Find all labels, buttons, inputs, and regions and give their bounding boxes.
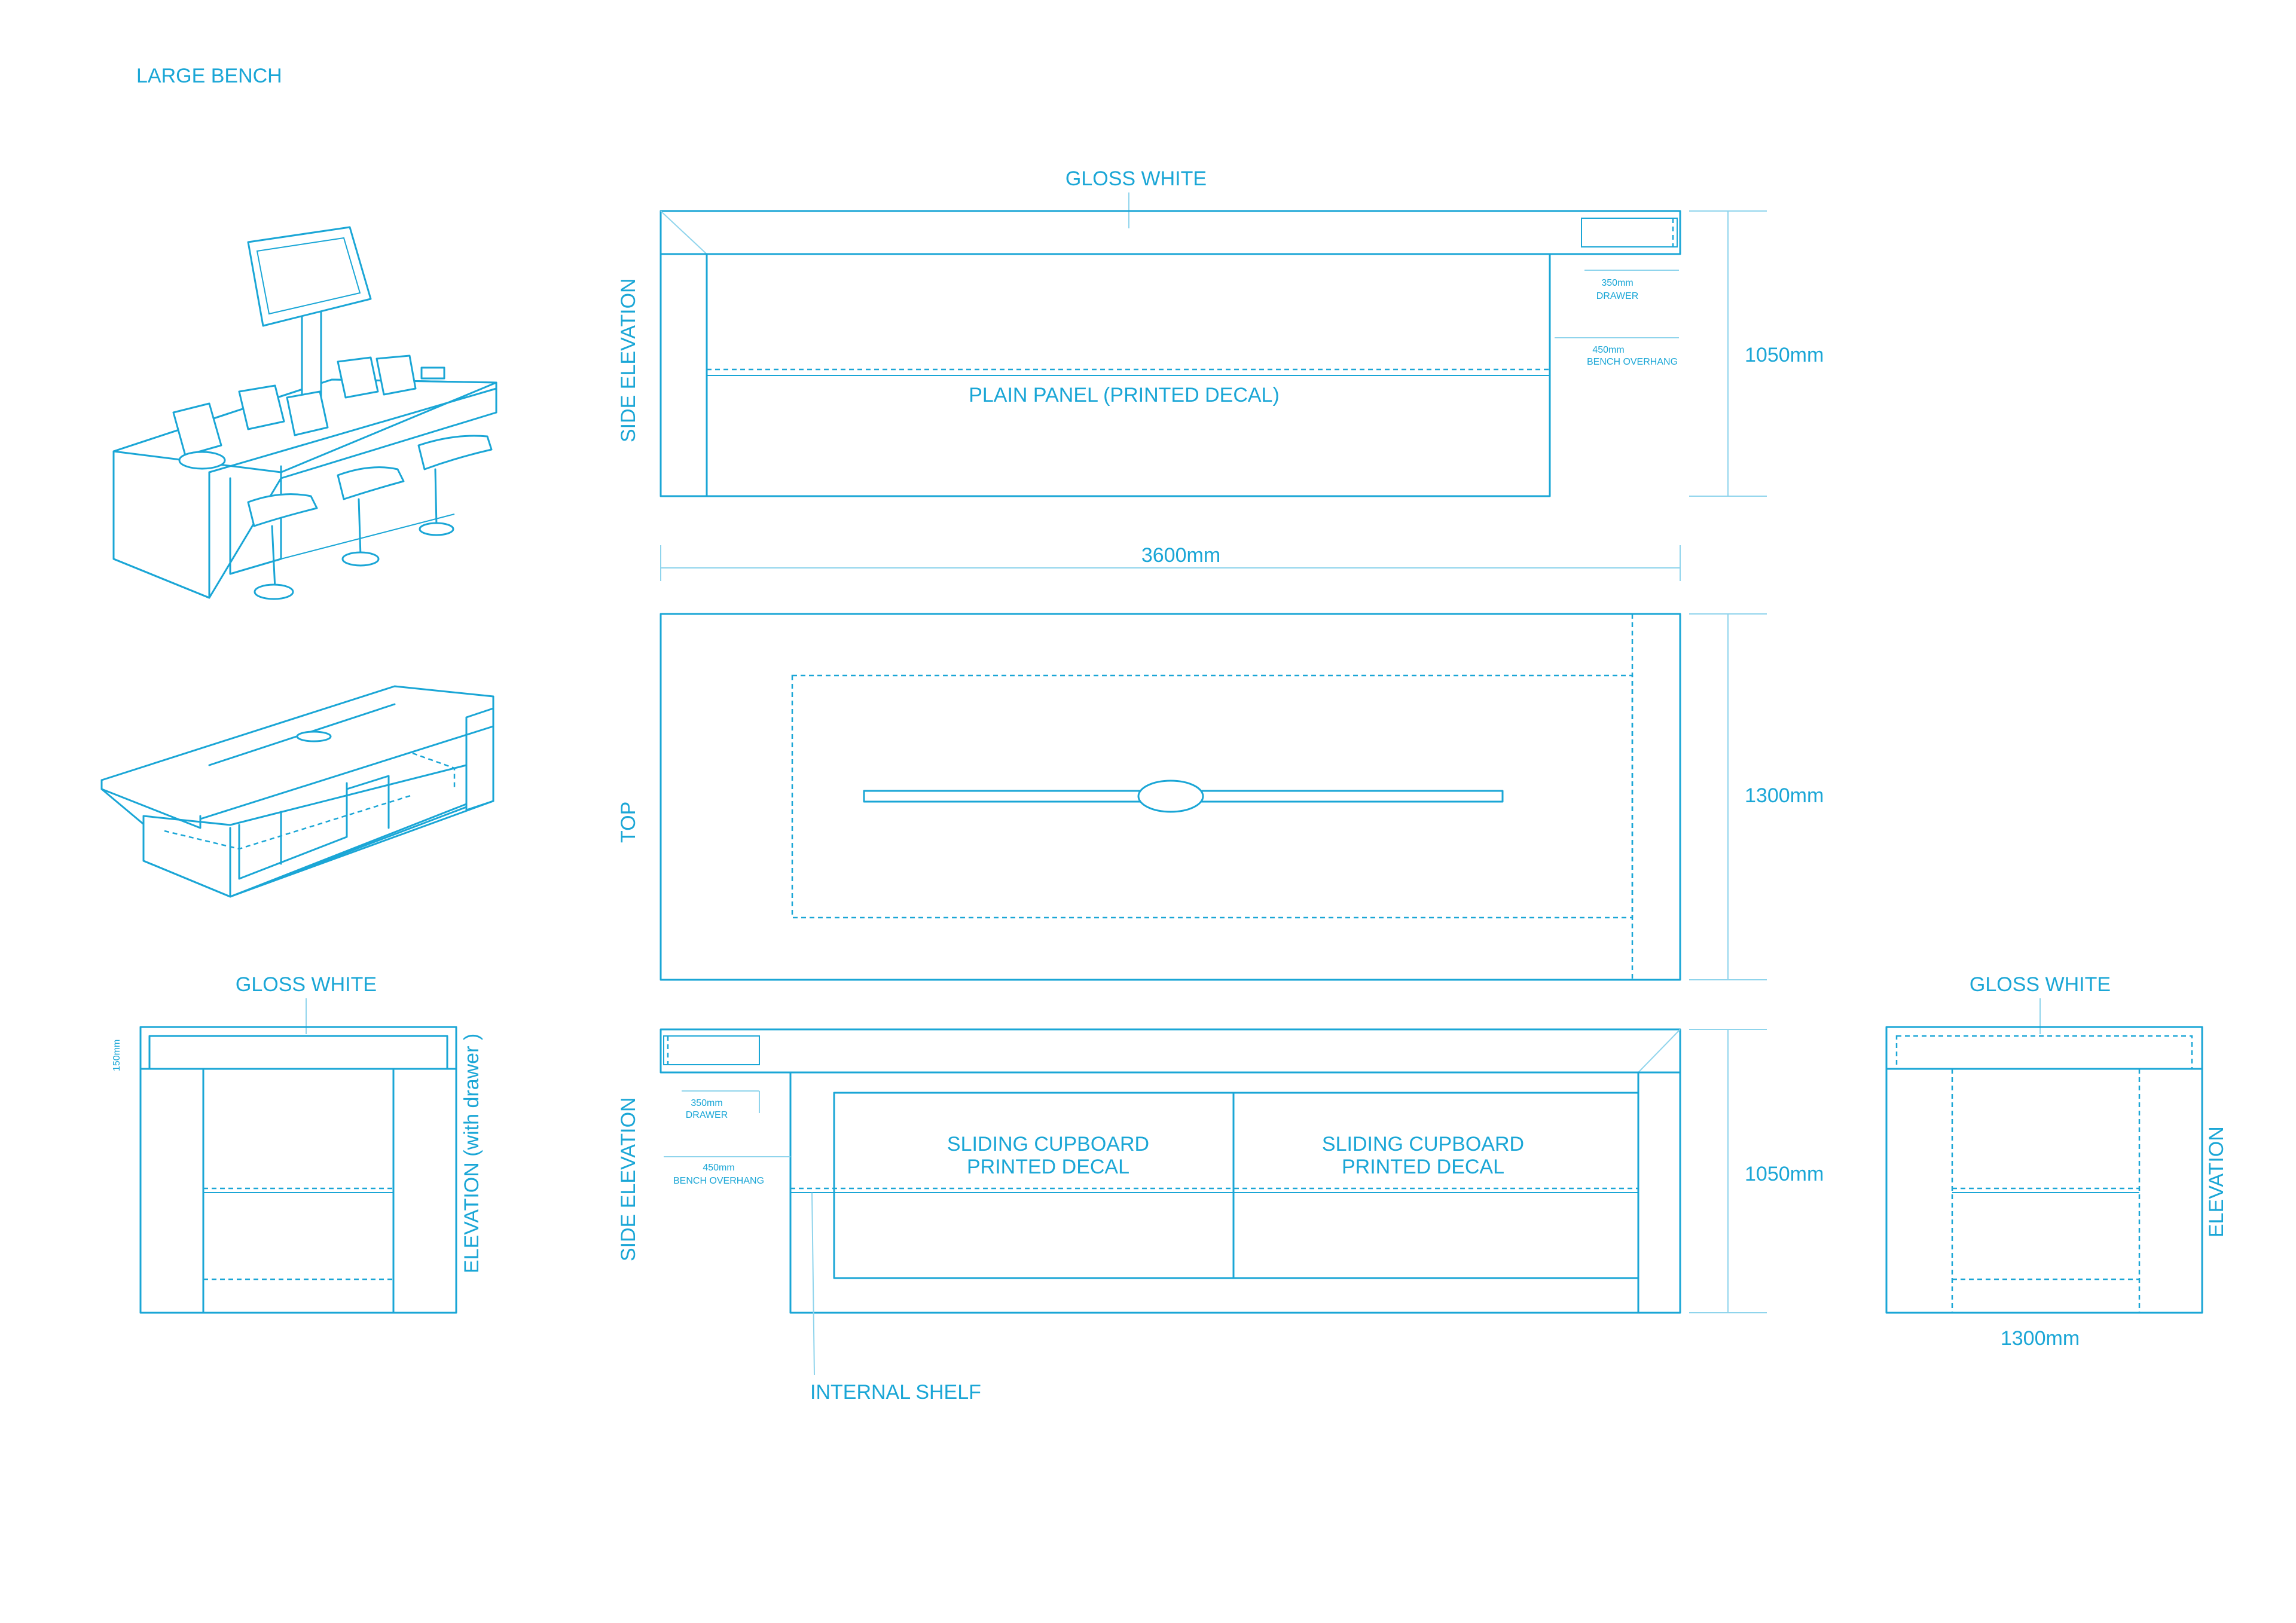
drawer-outline: [1581, 218, 1678, 247]
overhang-size-lower: 450mm: [703, 1163, 734, 1173]
drawer-size-upper: 350mm: [1601, 278, 1633, 288]
main-display: [247, 226, 372, 327]
finish-label-right: GLOSS WHITE: [1970, 973, 2111, 996]
view-label-end-right: ELEVATION: [2205, 1126, 2228, 1237]
width-dim-right: 1300mm: [2001, 1327, 2080, 1350]
sheet-title: LARGE BENCH: [136, 65, 282, 87]
top-inset-panel: [791, 674, 1634, 919]
cupboard-2-line1: SLIDING CUPBOARD: [1322, 1133, 1524, 1156]
view-label-side-elevation-upper: SIDE ELEVATION: [617, 278, 640, 442]
overhang-name-upper: BENCH OVERHANG: [1587, 357, 1678, 367]
top-outline: [660, 613, 1681, 981]
drawer-outline-lower: [663, 1035, 760, 1065]
side-elevation-lower: SIDE ELEVATION SLIDING CUPBOARD PRINTED …: [617, 1028, 1824, 1404]
top-dim-left: 150mm: [112, 1040, 122, 1071]
bench-top-edge-lower: [660, 1028, 1681, 1074]
end-right-drawer: [1895, 1035, 2193, 1070]
screen-pole: [301, 310, 322, 402]
cable-grommet: [1137, 780, 1204, 813]
finish-label-top: GLOSS WHITE: [1065, 167, 1207, 190]
cupboard-2-line2: PRINTED DECAL: [1342, 1156, 1504, 1178]
cupboard-door-1: [833, 1092, 1235, 1279]
view-label-top: TOP: [617, 802, 640, 843]
width-dim: 3600mm: [1141, 544, 1220, 567]
plain-panel-label: PLAIN PANEL (PRINTED DECAL): [969, 384, 1280, 406]
end-elevation-right: GLOSS WHITE ELEVATION 1300mm: [1885, 973, 2228, 1350]
drawer-name-upper: DRAWER: [1596, 291, 1639, 301]
drawer-name-lower: DRAWER: [686, 1110, 728, 1120]
end-right-outline: [1885, 1026, 2203, 1314]
isometric-bench-open: [100, 685, 494, 898]
side-elevation-upper: GLOSS WHITE SIDE ELEVATION PLAIN PANEL (…: [617, 167, 1824, 497]
end-left-drawer: [148, 1035, 448, 1070]
isometric-bench-with-stools: [112, 226, 497, 600]
end-left-outline: [139, 1026, 457, 1314]
end-elevation-left: GLOSS WHITE 150mm ELEVATION (with drawer…: [112, 973, 483, 1314]
bar-stools: [247, 435, 493, 600]
cupboard-door-2: [1232, 1092, 1639, 1279]
view-label-end-left: ELEVATION (with drawer ): [460, 1034, 483, 1273]
height-dim-lower: 1050mm: [1745, 1163, 1824, 1185]
depth-dim: 1300mm: [1745, 784, 1824, 807]
overhang-name-lower: BENCH OVERHANG: [673, 1176, 764, 1186]
internal-shelf-label: INTERNAL SHELF: [810, 1381, 981, 1404]
cupboard-1-line2: PRINTED DECAL: [967, 1156, 1129, 1178]
drawer-size-lower: 350mm: [691, 1098, 722, 1108]
height-dim-upper: 1050mm: [1745, 344, 1824, 366]
view-label-side-elevation-lower: SIDE ELEVATION: [617, 1097, 640, 1261]
bench-top-edge: [660, 210, 1681, 255]
cupboard-1-line1: SLIDING CUPBOARD: [947, 1133, 1149, 1156]
overhang-size-upper: 450mm: [1592, 345, 1624, 355]
tablet-stations: [172, 354, 445, 470]
finish-label-left: GLOSS WHITE: [236, 973, 377, 996]
top-view: 3600mm TOP 1300mm: [617, 544, 1824, 981]
